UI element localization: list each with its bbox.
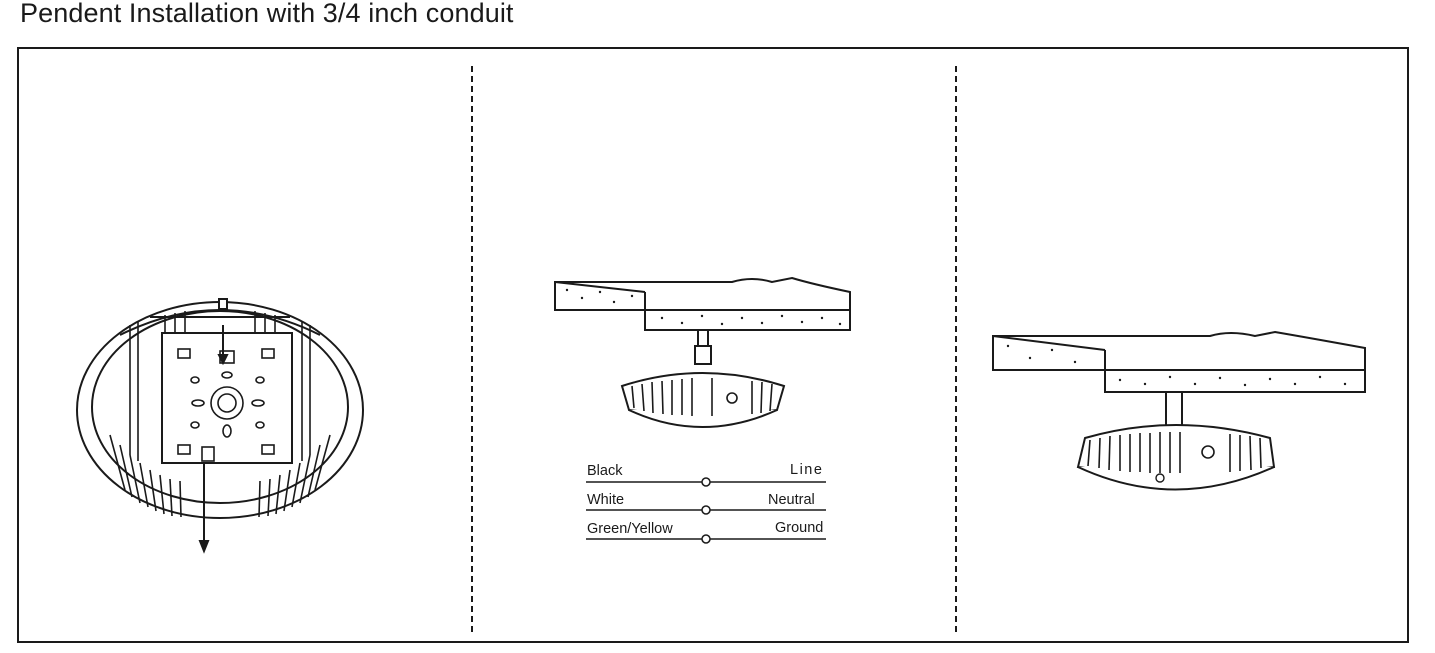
fixture-bottom-view (76, 298, 364, 554)
wiring-lines (586, 477, 826, 544)
wire-left-label-black: Black (587, 463, 623, 479)
wire-left-label-white: White (587, 492, 625, 508)
installed-fixture-view (992, 330, 1366, 491)
page-title: Pendent Installation with 3/4 inch condu… (20, 0, 514, 28)
panel-divider-1 (471, 66, 473, 632)
panel-divider-2 (955, 66, 957, 632)
wire-right-label-ground: Ground (775, 520, 824, 536)
wire-left-label-green-yellow: Green/Yellow (587, 521, 673, 537)
ceiling-mount-wiring-view (554, 276, 851, 428)
wire-right-label-neutral: Neutral (768, 492, 815, 508)
diagram-frame (17, 47, 1409, 643)
wire-right-label-line: Line (790, 462, 824, 478)
